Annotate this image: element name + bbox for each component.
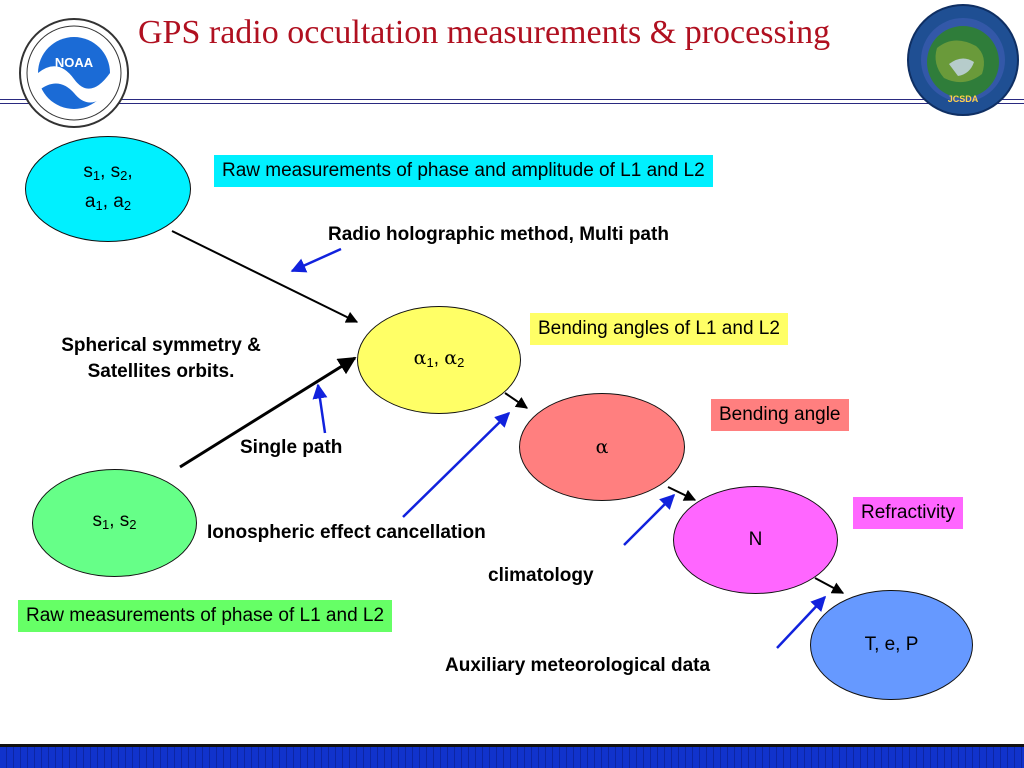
box-refractivity: Refractivity: [853, 497, 963, 529]
arrow-alpha-pair-to-alpha: [504, 392, 528, 409]
label-ionospheric: Ionospheric effect cancellation: [207, 522, 486, 543]
label-radio-holographic: Radio holographic method, Multi path: [328, 224, 669, 245]
arrow-alpha-to-n: [667, 486, 697, 501]
node-s12: s1, s2: [32, 469, 197, 577]
box-raw-phase-amplitude: Raw measurements of phase and amplitude …: [214, 155, 713, 187]
arrow-n-to-tep: [814, 577, 845, 594]
box-bending-angles-l1l2: Bending angles of L1 and L2: [530, 313, 788, 345]
page-title: GPS radio occultation measurements & pro…: [138, 14, 831, 51]
label-auxiliary: Auxiliary meteorological data: [445, 655, 711, 676]
noaa-logo: NOAA: [19, 18, 129, 128]
node-raw-s-a: s1, s2, a1, a2: [25, 136, 191, 242]
jcsda-logo-text: JCSDA: [948, 94, 979, 104]
arrow-s12-to-alpha-pair: [179, 356, 357, 469]
arrow-climatology: [623, 493, 676, 546]
node-n: N: [673, 486, 838, 594]
footer-bar: [0, 744, 1024, 768]
label-single-path: Single path: [240, 437, 343, 458]
node-alpha-pair: α1, α2: [357, 306, 521, 414]
node-tep: T, e, P: [810, 590, 973, 700]
node-alpha: α: [519, 393, 685, 501]
arrow-single-path: [312, 383, 328, 434]
box-raw-phase: Raw measurements of phase of L1 and L2: [18, 600, 393, 632]
arrow-iono: [402, 411, 511, 518]
arrow-raw-to-alpha-pair: [171, 230, 359, 323]
arrow-auxiliary: [776, 595, 827, 649]
header-divider-1: [0, 99, 1024, 100]
box-bending-angle: Bending angle: [711, 399, 849, 431]
arrow-radio-holo: [290, 247, 342, 273]
label-spherical-symmetry: Spherical symmetry & Satellites orbits.: [61, 335, 261, 382]
label-climatology: climatology: [488, 565, 594, 586]
header-divider-2: [0, 103, 1024, 104]
jcsda-logo: JCSDA: [907, 4, 1019, 116]
noaa-logo-text: NOAA: [55, 55, 94, 70]
